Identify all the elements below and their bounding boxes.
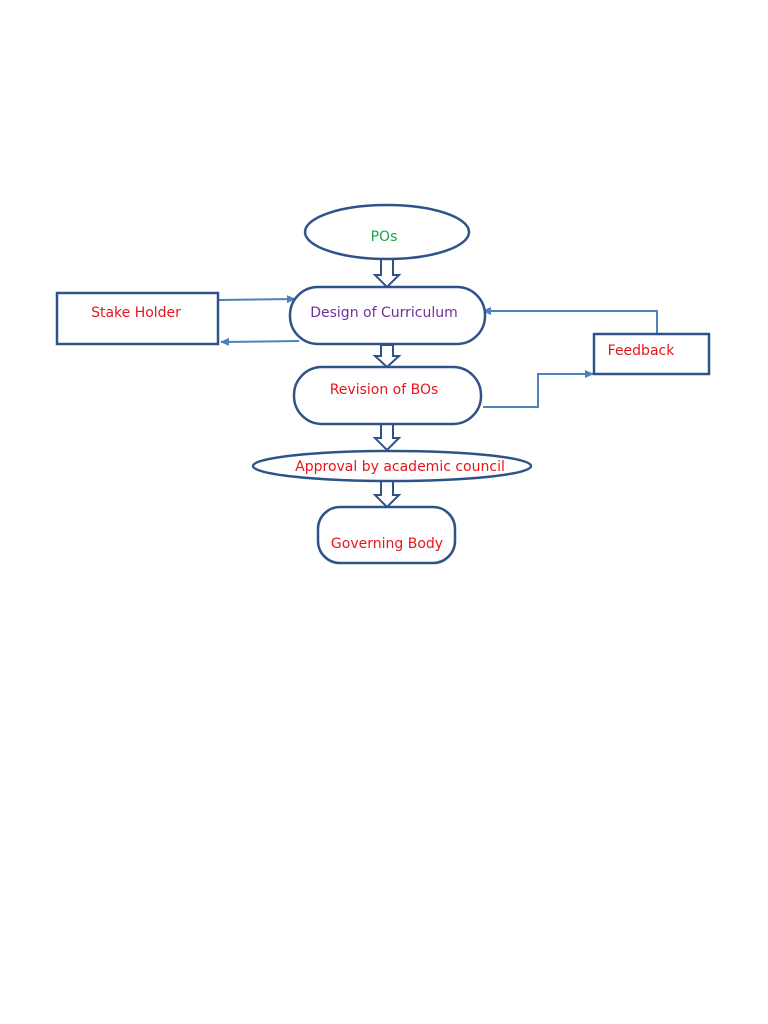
block-arrow-revision-to-approval <box>372 423 402 452</box>
node-approval-label: Approval by academic council <box>295 459 505 475</box>
node-feedback: Feedback <box>592 332 711 376</box>
node-feedback-shape <box>592 332 711 376</box>
block-arrow-design-to-revision <box>372 344 402 369</box>
node-approval-by-academic-council: Approval by academic council <box>251 449 533 483</box>
node-pos-label: POs <box>371 229 398 245</box>
node-governing-label: Governing Body <box>331 536 443 552</box>
node-stakeholder-shape <box>55 291 220 346</box>
connectors <box>218 295 658 408</box>
node-revision-shape <box>292 365 483 426</box>
block-arrow-approval-to-governing <box>372 480 402 509</box>
node-design-of-curriculum: Design of Curriculum <box>288 285 487 346</box>
node-revision-of-bos: Revision of BOs <box>292 365 483 426</box>
node-stake-holder: Stake Holder <box>55 291 220 346</box>
block-arrow-pos-to-design <box>372 258 402 289</box>
node-feedback-label: Feedback <box>608 343 676 359</box>
node-approval-shape <box>251 449 533 483</box>
node-stakeholder-label: Stake Holder <box>91 305 181 321</box>
node-revision-label: Revision of BOs <box>330 382 439 398</box>
node-design-shape <box>288 285 487 346</box>
flow-arrows <box>372 258 402 509</box>
node-pos-shape <box>303 203 471 261</box>
node-pos: POs <box>303 203 471 261</box>
connector-design-to-stakeholder <box>220 337 300 346</box>
node-governing-body: Governing Body <box>316 505 457 565</box>
connector-stakeholder-to-design <box>218 295 296 304</box>
connector-revision-to-feedback <box>483 370 594 408</box>
node-governing-shape <box>316 505 457 565</box>
connector-feedback-to-design <box>482 307 658 334</box>
node-design-label: Design of Curriculum <box>310 305 458 321</box>
